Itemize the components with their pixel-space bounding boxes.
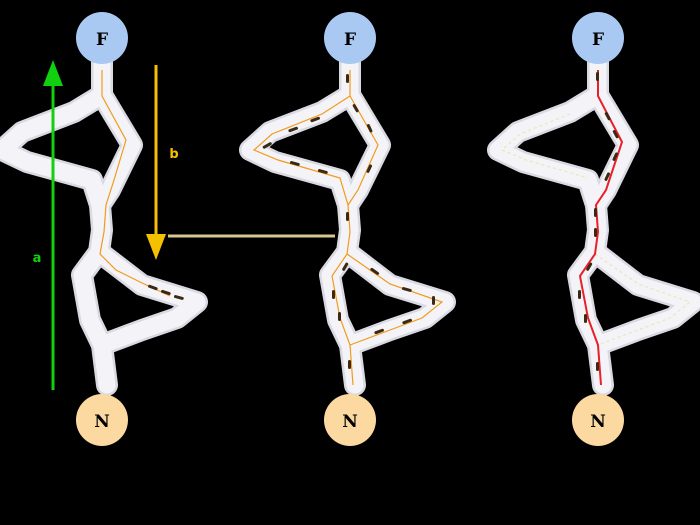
fading-pheromone <box>594 253 692 346</box>
nest-node <box>76 394 128 446</box>
food-label: F <box>344 30 356 50</box>
outbound-arrow <box>43 60 63 390</box>
return-arrow-label: b <box>169 147 178 162</box>
ant-trail <box>346 253 444 346</box>
nest-label: N <box>342 412 358 432</box>
food-node <box>324 12 376 64</box>
nest-label: N <box>94 412 110 432</box>
food-label: F <box>592 30 604 50</box>
food-label: F <box>96 30 108 50</box>
outbound-arrow-label: a <box>33 251 42 266</box>
ant-group <box>148 284 184 300</box>
path-network <box>2 42 197 385</box>
ant-trail <box>99 70 171 297</box>
food-node <box>76 12 128 64</box>
nest-node <box>572 394 624 446</box>
ant-group <box>262 74 435 369</box>
nest-node <box>324 394 376 446</box>
nest-label: N <box>590 412 606 432</box>
return-arrow <box>146 65 166 260</box>
ant-group <box>578 72 619 371</box>
panel-1: F N <box>2 12 197 446</box>
panel-3: F N <box>498 12 693 446</box>
panel-2: F N <box>250 12 445 446</box>
ant-trail <box>252 70 354 386</box>
food-node <box>572 12 624 64</box>
shortest-trail <box>578 70 624 386</box>
ant-trail <box>347 95 379 206</box>
